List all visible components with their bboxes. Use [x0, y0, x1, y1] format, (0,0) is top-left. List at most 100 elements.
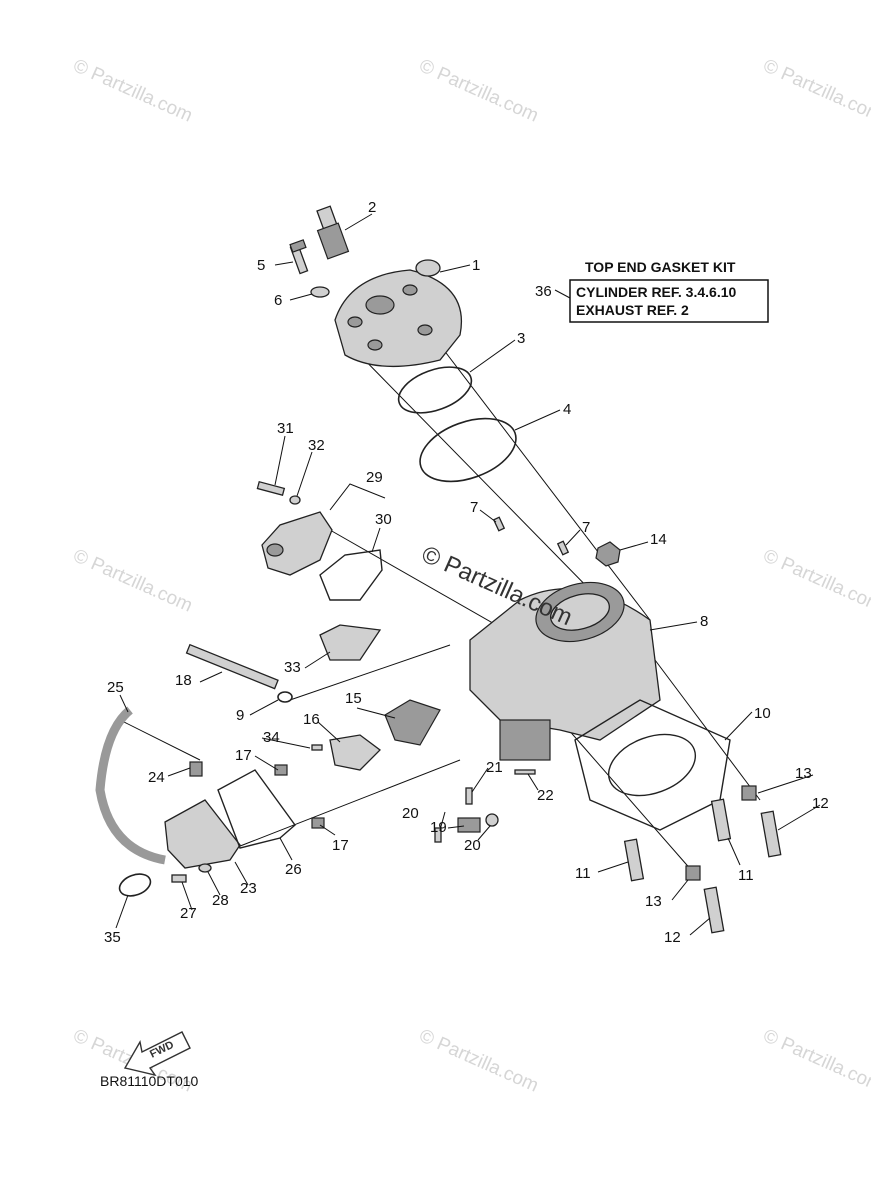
bolt-17-lower	[311, 817, 325, 829]
screw-21	[465, 787, 473, 805]
callout-26: 26	[285, 861, 302, 878]
watermark-top-left: © Partzilla.com	[70, 55, 196, 126]
watermark-mid-left: © Partzilla.com	[70, 545, 196, 616]
cylinder	[469, 581, 661, 761]
callout-8: 8	[700, 613, 708, 630]
watermark-top-center: © Partzilla.com	[416, 55, 542, 126]
callout-18: 18	[175, 672, 192, 689]
callout-1: 1	[472, 257, 480, 274]
power-valve-housing	[261, 511, 333, 576]
clamp-35	[118, 873, 152, 897]
gasket-26	[217, 769, 296, 849]
callout-7-right: 7	[582, 519, 590, 536]
callout-12-right: 12	[812, 795, 829, 812]
stud-11-lower	[623, 838, 645, 882]
washer	[310, 286, 330, 298]
callout-27: 27	[180, 905, 197, 922]
callout-12-lower: 12	[664, 929, 681, 946]
fitting-24	[189, 761, 203, 777]
callout-7-left: 7	[470, 499, 478, 516]
dowel-pin-right	[556, 540, 570, 556]
callout-11-lower: 11	[575, 865, 591, 882]
callout-28: 28	[212, 892, 229, 909]
kit-line-exhaust: EXHAUST REF. 2	[576, 302, 689, 318]
shaft-18	[185, 643, 279, 690]
kit-line-cylinder: CYLINDER REF. 3.4.6.10	[576, 284, 736, 300]
gasket-kit-legend: TOP END GASKET KIT 36 CYLINDER REF. 3.4.…	[535, 259, 769, 323]
diagram-code: BR81110DT010	[100, 1073, 199, 1089]
callout-21: 21	[486, 759, 503, 776]
o-ring-small	[397, 366, 473, 414]
callout-25: 25	[107, 679, 124, 696]
callout-3: 3	[517, 330, 525, 347]
callout-17-upper: 17	[235, 747, 252, 764]
washer-32	[289, 495, 301, 505]
nut-13-lower	[685, 865, 701, 881]
gasket-30	[319, 549, 383, 601]
spark-plug	[316, 205, 350, 260]
stud-12-right	[760, 810, 782, 858]
o-ring-large	[419, 417, 517, 483]
callout-22: 22	[537, 787, 554, 804]
dowel-pin-left	[492, 516, 506, 532]
callout-33: 33	[284, 659, 301, 676]
callout-5: 5	[257, 257, 265, 274]
screw-20-left	[434, 827, 442, 843]
flange-nut	[595, 541, 621, 567]
pin-22	[514, 769, 536, 775]
cover-23	[164, 799, 241, 869]
watermark-top-right: © Partzilla.com	[760, 55, 871, 126]
callout-13-right: 13	[795, 765, 812, 782]
bolt-31	[256, 480, 286, 497]
callout-10: 10	[754, 705, 771, 722]
callout-36: 36	[535, 283, 552, 300]
callout-32: 32	[308, 437, 325, 454]
stud-12-lower	[703, 886, 725, 934]
callout-11-right: 11	[738, 867, 754, 884]
bolt-17-upper	[274, 764, 288, 776]
kit-box-frame	[569, 279, 769, 323]
callout-20-left: 20	[402, 805, 419, 822]
callout-29: 29	[366, 469, 383, 486]
clip-20-right	[485, 813, 499, 827]
callout-6: 6	[274, 292, 282, 309]
callout-4: 4	[563, 401, 571, 418]
watermark-bottom-right: © Partzilla.com	[760, 1025, 871, 1096]
callout-35: 35	[104, 929, 121, 946]
callout-24: 24	[148, 769, 165, 786]
head-bolt	[289, 239, 309, 275]
callout-19: 19	[430, 819, 447, 836]
watermark-mid-right: © Partzilla.com	[760, 545, 871, 616]
cylinder-head	[334, 259, 462, 368]
lever-16	[329, 734, 381, 771]
valve-holder-15	[384, 699, 441, 746]
callouts: 1 2 3 4 5 6 7 7 8 9 10 11 11 12 12 13 13…	[104, 199, 829, 946]
callout-20-right: 20	[464, 837, 481, 854]
bracket-19	[457, 817, 481, 833]
callout-14: 14	[650, 531, 667, 548]
stud-11-right	[710, 798, 732, 842]
nut-13-right	[741, 785, 757, 801]
callout-13-lower: 13	[645, 893, 662, 910]
callout-23: 23	[240, 880, 257, 897]
pin-34	[311, 744, 323, 751]
callout-30: 30	[375, 511, 392, 528]
callout-15: 15	[345, 690, 362, 707]
callout-2: 2	[368, 199, 376, 216]
callout-17-lower: 17	[332, 837, 349, 854]
leader-lines	[115, 213, 821, 936]
base-gasket-bore	[607, 733, 697, 797]
bolt-27	[171, 874, 187, 883]
callout-16: 16	[303, 711, 320, 728]
kit-title: TOP END GASKET KIT	[585, 259, 736, 275]
assembly-lines	[119, 344, 761, 881]
hose-25	[95, 706, 166, 865]
callout-34: 34	[263, 729, 280, 746]
callout-9: 9	[236, 707, 244, 724]
watermark-bottom-center: © Partzilla.com	[416, 1025, 542, 1096]
valve-blade-33	[319, 624, 382, 661]
o-ring-9	[277, 691, 293, 703]
fwd-arrow-icon	[123, 1031, 191, 1077]
washer-28	[198, 863, 212, 873]
